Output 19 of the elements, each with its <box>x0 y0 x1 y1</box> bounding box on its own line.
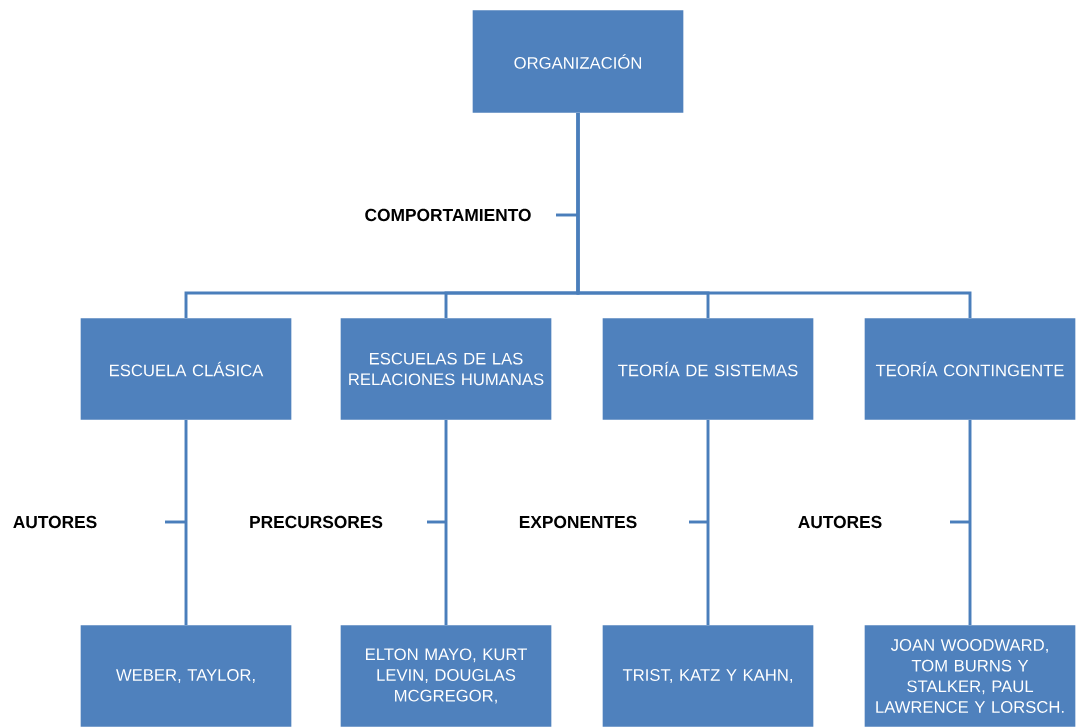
org-box: TEORÍA CONTINGENTE <box>864 318 1076 420</box>
org-box: TRIST, KATZ Y KAHN, <box>602 625 814 727</box>
org-box: ESCUELAS DE LAS RELACIONES HUMANAS <box>340 318 552 420</box>
connector <box>576 113 972 319</box>
org-box: ESCUELA CLÁSICA <box>80 318 292 420</box>
connector <box>706 419 710 626</box>
branch-label: PRECURSORES <box>250 515 383 529</box>
org-box: ORGANIZACIÓN <box>472 10 684 113</box>
org-box: ELTON MAYO, KURT LEVIN, DOUGLAS MCGREGOR, <box>340 625 552 727</box>
branch-label: AUTORES <box>13 515 97 529</box>
org-box: JOAN WOODWARD, TOM BURNS Y STALKER, PAUL LAWRENCE Y LORSCH. <box>864 625 1076 727</box>
branch-label: COMPORTAMIENTO <box>365 208 531 222</box>
org-box: TEORÍA DE SISTEMAS <box>602 318 814 420</box>
connector <box>968 419 972 626</box>
branch-label: EXPONENTES <box>519 515 637 529</box>
connector <box>444 419 448 626</box>
org-box: WEBER, TAYLOR, <box>80 625 292 727</box>
branch-label: AUTORES <box>798 515 882 529</box>
connector <box>184 419 188 626</box>
